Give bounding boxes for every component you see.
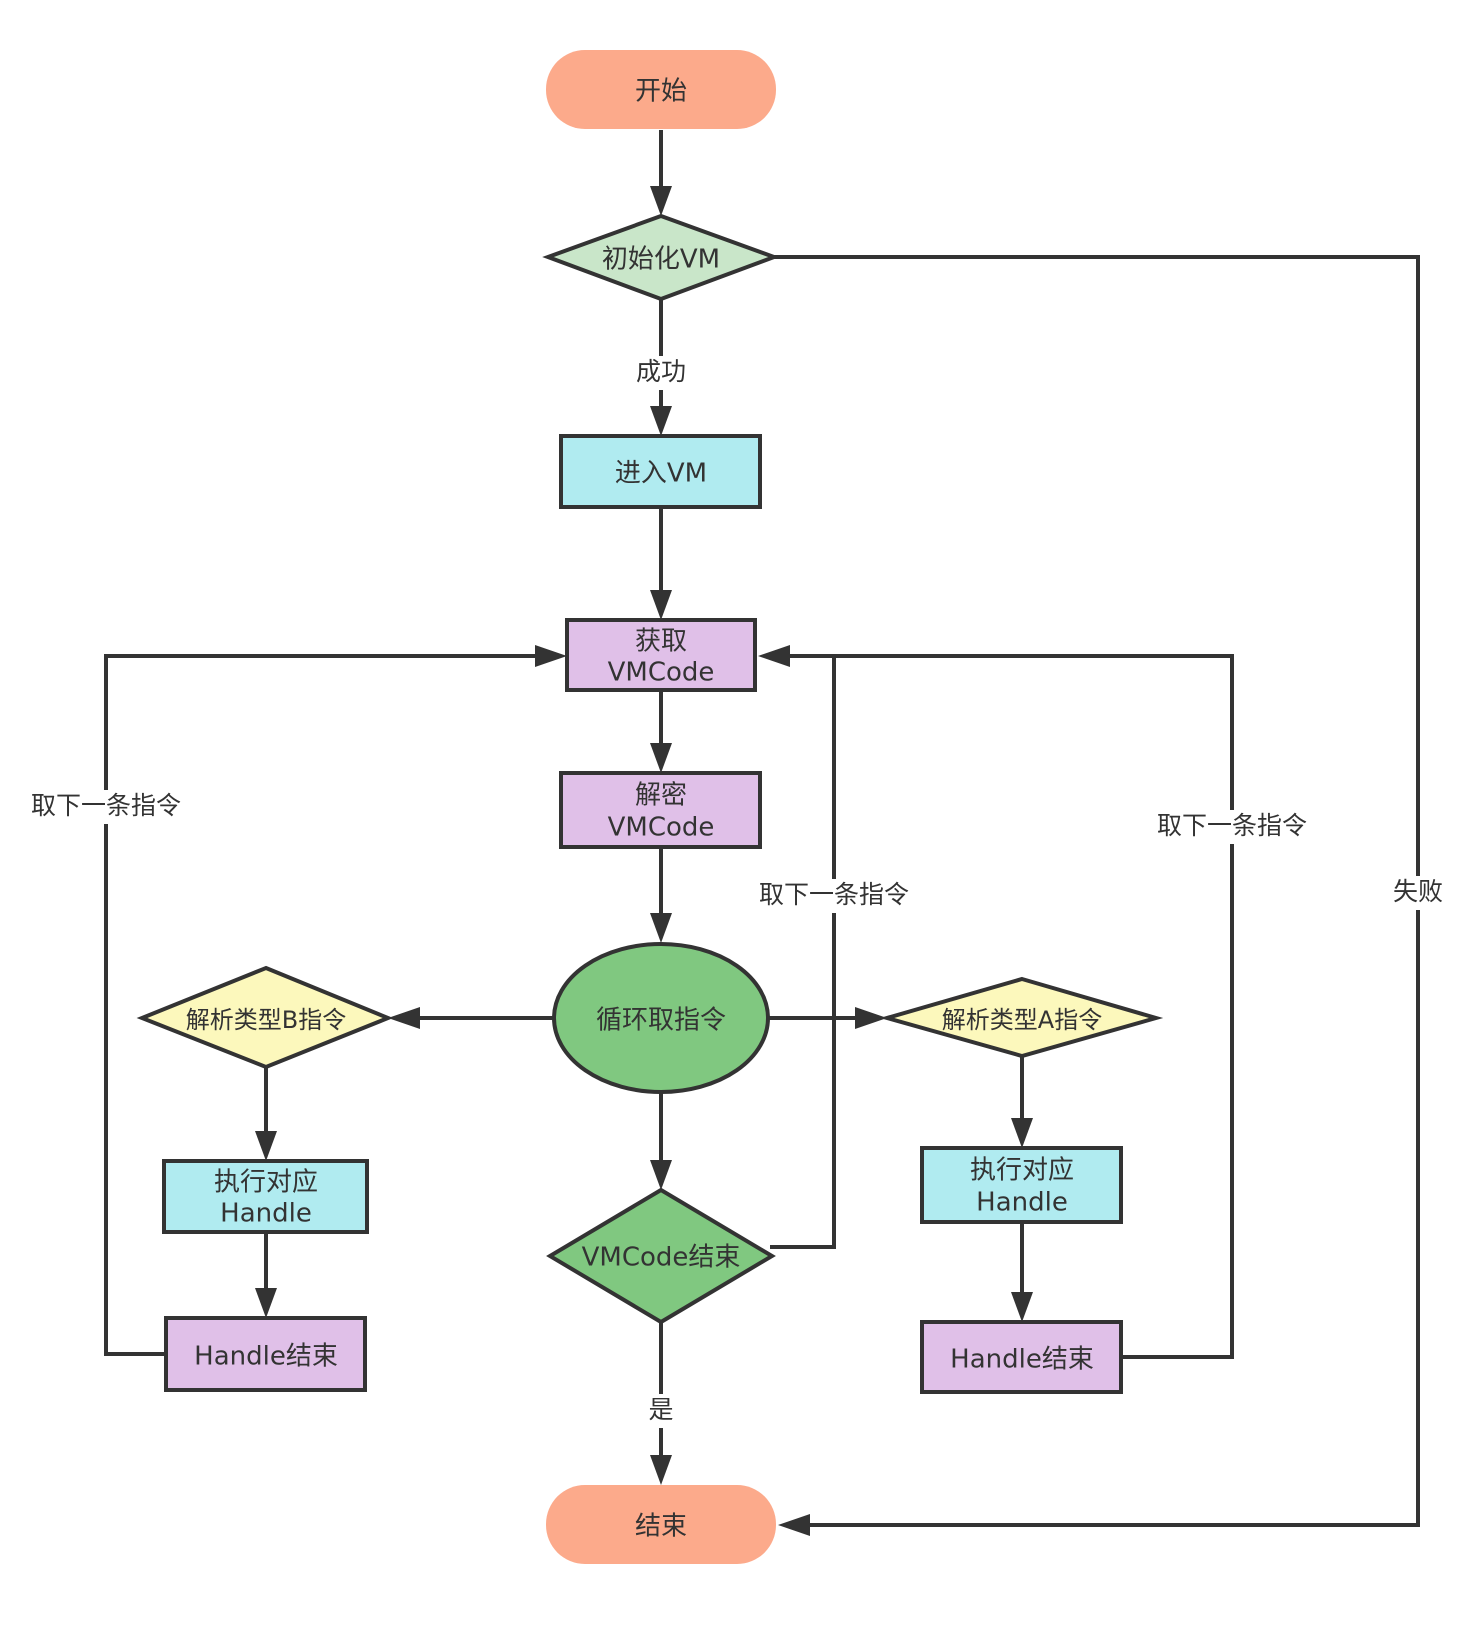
- node-vmcode-end: VMCode结束: [546, 1187, 776, 1325]
- node-decrypt-line2: VMCode: [608, 813, 715, 843]
- node-parse-b-label: 解析类型B指令: [186, 1006, 346, 1034]
- node-parse-b-shape: [136, 965, 394, 1070]
- node-handle-end-b-shape: [164, 1316, 367, 1392]
- node-handle-end-b: Handle结束: [164, 1316, 367, 1392]
- edge-handle-end-b-to-fetch: [104, 654, 550, 1356]
- node-end: 结束: [546, 1485, 776, 1564]
- arrow-exec-a-to-handle-end-a: [1011, 1292, 1033, 1322]
- arrow-into-fetch-right: [758, 645, 790, 667]
- node-end-shape: [546, 1485, 776, 1564]
- node-exec-b-line1: 执行对应: [214, 1168, 318, 1198]
- arrow-exec-b-to-handle-end-b: [255, 1288, 277, 1318]
- node-exec-b-shape: [162, 1159, 369, 1234]
- node-init-vm-label: 初始化VM: [602, 245, 720, 275]
- arrow-handle-end-b-to-fetch: [535, 645, 567, 667]
- edge-handle-end-a-to-fetch: [775, 654, 1234, 1359]
- node-end-label: 结束: [635, 1512, 687, 1542]
- node-loop-fetch: 循环取指令: [552, 942, 770, 1094]
- node-fetch-line2: VMCode: [608, 658, 715, 688]
- node-start-label: 开始: [635, 77, 687, 107]
- arrow-start-to-init: [650, 186, 672, 216]
- node-fetch-vmcode-shape: [565, 618, 757, 692]
- node-decrypt-line1: 解密: [635, 781, 687, 811]
- node-exec-a-line1: 执行对应: [970, 1156, 1074, 1186]
- node-init-vm-shape: [542, 213, 780, 302]
- node-exec-b: 执行对应 Handle: [162, 1159, 369, 1234]
- node-parse-a-shape: [879, 976, 1164, 1059]
- node-exec-b-line2: Handle: [220, 1199, 312, 1229]
- arrow-parse-b-to-exec-b: [255, 1131, 277, 1161]
- edge-label-next-middle: 取下一条指令: [759, 880, 909, 909]
- arrow-enter-to-fetch: [650, 590, 672, 620]
- node-vmcode-end-shape: [546, 1187, 776, 1325]
- node-handle-end-a-label: Handle结束: [950, 1345, 1094, 1375]
- arrow-loop-to-parse-a: [855, 1007, 887, 1029]
- node-init-vm: 初始化VM: [542, 213, 780, 302]
- arrow-vmcode-end-to-end: [650, 1455, 672, 1485]
- nodes: 开始 初始化VM 进入VM 获取 VMCode 解密 VMCode 循环取指令: [136, 50, 1164, 1564]
- arrow-init-to-enter: [650, 406, 672, 436]
- arrow-loop-to-parse-b: [388, 1007, 420, 1029]
- edge-label-next-left: 取下一条指令: [31, 791, 181, 820]
- arrow-init-to-end: [778, 1514, 810, 1536]
- edge-label-next-right: 取下一条指令: [1157, 811, 1307, 840]
- node-exec-a-shape: [920, 1146, 1123, 1224]
- edge-vmcode-end-to-fetch: [770, 654, 836, 1249]
- node-loop-fetch-label: 循环取指令: [596, 1006, 726, 1036]
- node-parse-a: 解析类型A指令: [879, 976, 1164, 1059]
- node-start-shape: [546, 50, 776, 129]
- node-handle-end-b-label: Handle结束: [194, 1342, 338, 1372]
- edge-label-fail: 失败: [1393, 877, 1443, 906]
- node-vmcode-end-label: VMCode结束: [582, 1243, 741, 1273]
- node-decrypt-vmcode: 解密 VMCode: [559, 771, 762, 849]
- node-enter-vm-label: 进入VM: [615, 459, 707, 489]
- node-decrypt-vmcode-shape: [559, 771, 762, 849]
- arrow-parse-a-to-exec-a: [1011, 1118, 1033, 1148]
- node-parse-a-label: 解析类型A指令: [942, 1006, 1102, 1034]
- edge-label-success: 成功: [636, 357, 686, 386]
- edge-labels: 成功 失败 取下一条指令 取下一条指令 取下一条指令 是: [28, 356, 1450, 1428]
- node-handle-end-a: Handle结束: [920, 1320, 1123, 1394]
- arrow-decrypt-to-loop: [650, 913, 672, 943]
- node-fetch-vmcode: 获取 VMCode: [565, 618, 757, 692]
- node-start: 开始: [546, 50, 776, 129]
- node-enter-vm-shape: [559, 434, 762, 509]
- node-exec-a-line2: Handle: [976, 1188, 1068, 1218]
- node-parse-b: 解析类型B指令: [136, 965, 394, 1070]
- node-handle-end-a-shape: [920, 1320, 1123, 1394]
- edge-label-yes: 是: [648, 1395, 673, 1424]
- arrow-loop-to-vmcode-end: [650, 1160, 672, 1190]
- node-enter-vm: 进入VM: [559, 434, 762, 509]
- node-fetch-line1: 获取: [635, 627, 687, 657]
- node-loop-fetch-shape: [552, 942, 770, 1094]
- arrow-fetch-to-decrypt: [650, 743, 672, 773]
- node-exec-a: 执行对应 Handle: [920, 1146, 1123, 1224]
